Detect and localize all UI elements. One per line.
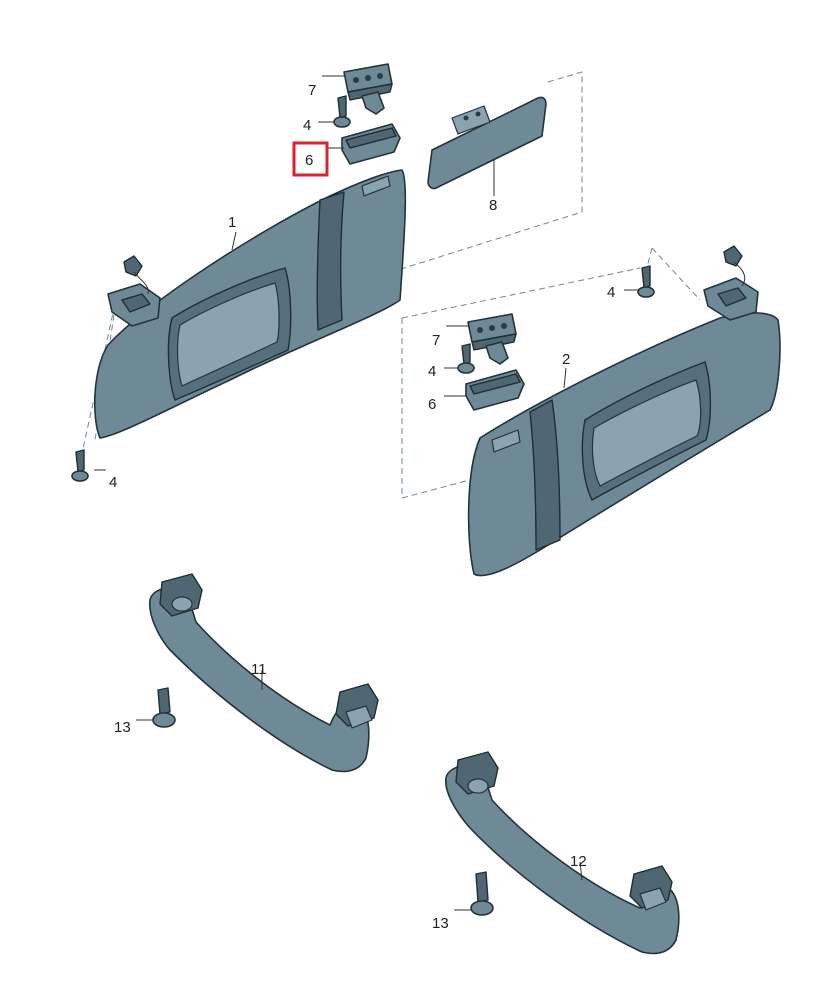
callout-7-middle: 7	[432, 332, 440, 349]
highlighted-callout-box	[292, 141, 329, 177]
callout-6-middle: 6	[428, 396, 436, 413]
grab-handle-rear	[445, 751, 680, 955]
sun-visor-right	[467, 312, 781, 577]
screw-right	[637, 265, 655, 298]
callout-12: 12	[570, 853, 587, 870]
callout-2: 2	[562, 351, 570, 368]
sun-visor-left	[93, 169, 407, 439]
grab-handle-front	[148, 573, 379, 773]
leader-lines	[94, 75, 640, 911]
callout-4-right: 4	[607, 284, 615, 301]
bolt-front	[152, 687, 176, 728]
callout-4-top: 4	[303, 117, 311, 134]
callout-labels: 7 4 6 8 1 4 4 7 4 6 2 11 13 12 13	[109, 82, 615, 932]
callout-4-middle: 4	[428, 363, 436, 380]
mounting-bracket-middle	[467, 313, 517, 365]
screw-top	[333, 95, 351, 128]
callout-13-rear: 13	[432, 915, 449, 932]
mirror-cover	[427, 96, 547, 190]
mounting-bracket-top	[343, 63, 393, 115]
callout-13-front: 13	[114, 719, 131, 736]
cover-cap-top	[341, 123, 401, 165]
callout-7-top: 7	[308, 82, 316, 99]
screw-middle	[457, 343, 475, 374]
bolt-rear	[470, 871, 494, 916]
callout-11: 11	[251, 661, 267, 678]
callout-8: 8	[489, 197, 497, 214]
callout-4-lower-left: 4	[109, 474, 117, 491]
callout-1: 1	[228, 214, 236, 231]
cover-cap-middle	[465, 369, 525, 411]
screw-lower-left	[71, 449, 89, 482]
callout-6-top: 6	[305, 152, 313, 169]
visor-hinge-left	[107, 255, 161, 327]
visor-hinge-right	[703, 245, 759, 321]
